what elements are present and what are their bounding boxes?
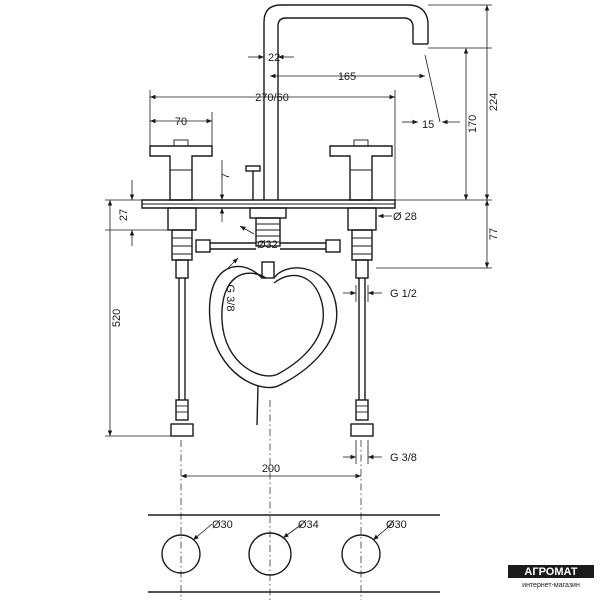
label-200: 200 [262, 463, 280, 475]
label-hole-left: Ø30 [212, 519, 233, 531]
extension-lines [105, 4, 492, 437]
label-g38-hose: G 3/8 [224, 285, 236, 312]
label-165: 165 [338, 71, 356, 83]
label-70: 70 [175, 116, 187, 128]
dimension-lines [105, 5, 490, 479]
label-22: 22 [268, 52, 280, 64]
crossover-pipes [195, 239, 341, 253]
label-g38-bottom: G 3/8 [390, 452, 417, 464]
left-supply-hose [170, 259, 194, 437]
hole-left [161, 534, 201, 574]
hole-center [248, 532, 292, 576]
spout-hose-loop [208, 261, 338, 426]
label-520: 520 [111, 309, 123, 327]
label-dia-32: Ø32 [257, 239, 278, 251]
center-body [249, 207, 287, 247]
watermark-subtitle: интернет-магазин [522, 582, 580, 589]
right-supply-hose [350, 259, 374, 437]
label-dia-28: Ø 28 [393, 211, 417, 223]
watermark: АГРОМАТ интернет-магазин [508, 565, 594, 589]
popup-rod [245, 165, 261, 200]
deck-plate [141, 199, 396, 209]
center-lines [180, 400, 362, 600]
right-cross-handle [329, 139, 393, 201]
hole-right [341, 534, 381, 574]
watermark-brand: АГРОМАТ [524, 566, 577, 578]
left-valve-body [167, 207, 197, 261]
dimension-labels: 22 165 270/60 70 15 170 224 7 27 Ø 28 Ø3… [111, 52, 500, 531]
label-27: 27 [118, 209, 130, 221]
label-hole-center: Ø34 [298, 519, 319, 531]
label-170: 170 [467, 115, 479, 133]
label-7: 7 [220, 173, 232, 179]
label-15: 15 [422, 119, 434, 131]
label-77: 77 [488, 228, 500, 240]
label-g12: G 1/2 [390, 288, 417, 300]
right-valve-body [347, 207, 377, 261]
spout [263, 4, 429, 200]
left-cross-handle [149, 139, 213, 201]
countertop-section [148, 514, 440, 593]
label-224: 224 [488, 93, 500, 111]
label-hole-right: Ø30 [386, 519, 407, 531]
label-270-60: 270/60 [255, 92, 289, 104]
